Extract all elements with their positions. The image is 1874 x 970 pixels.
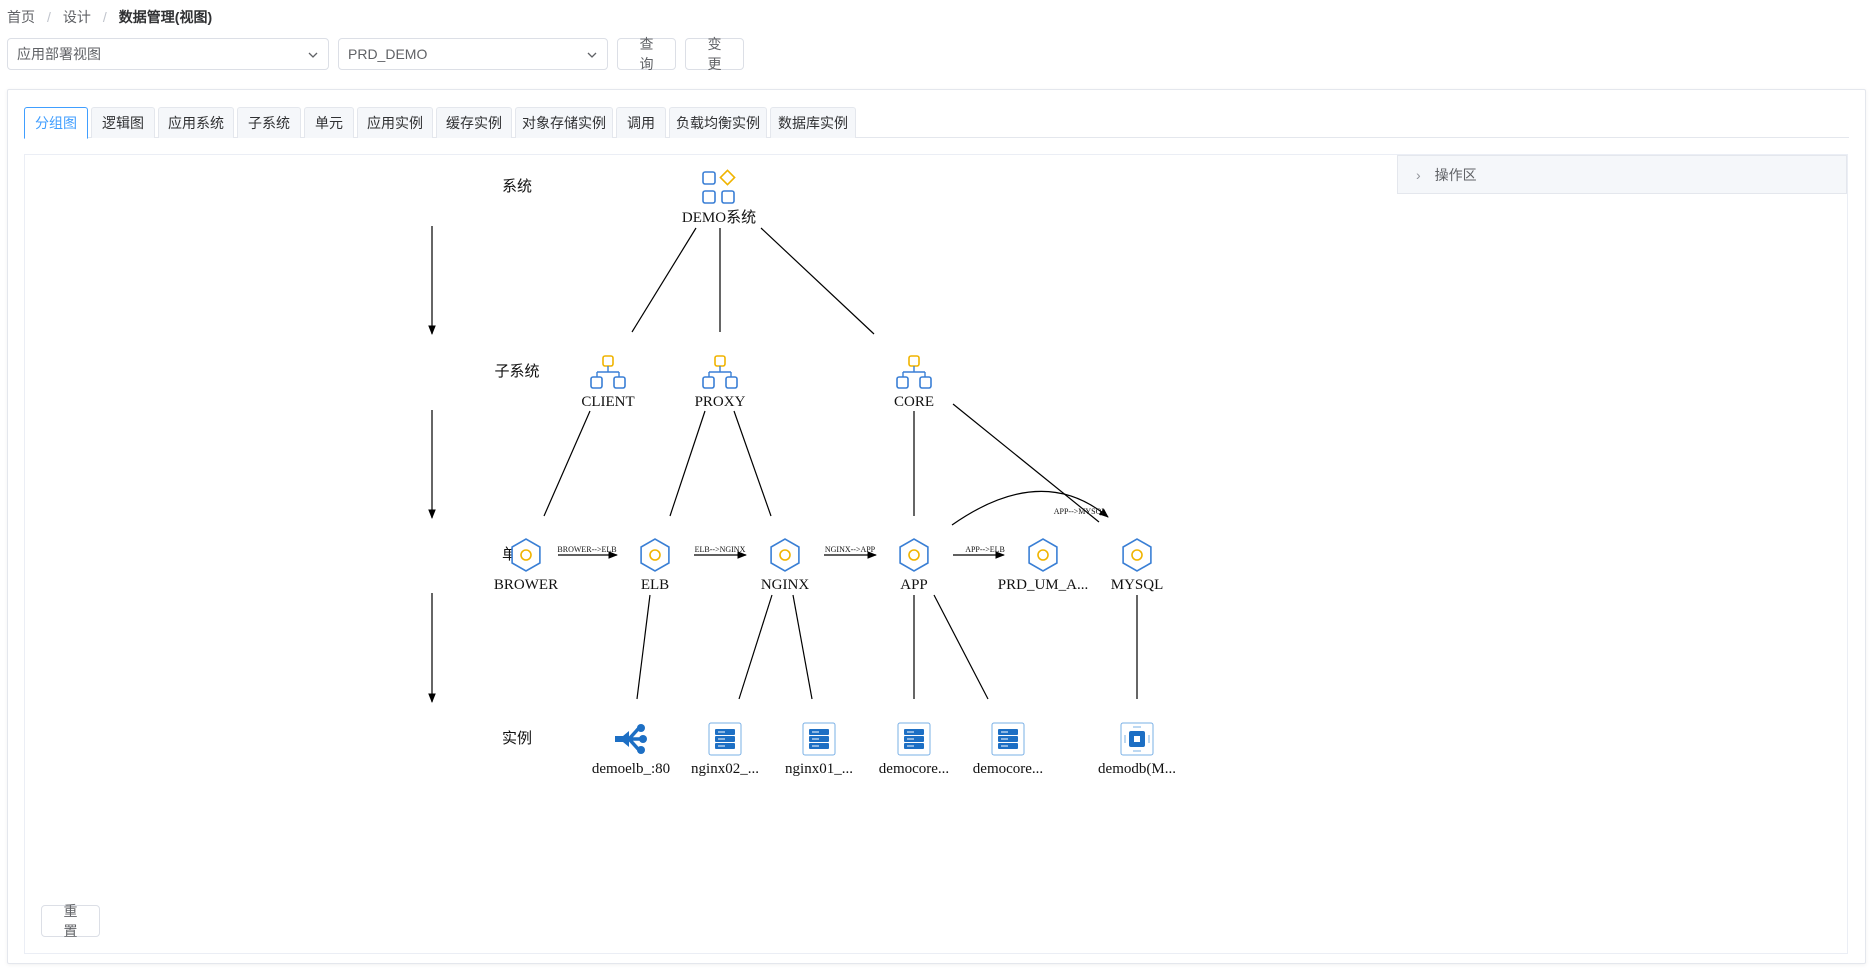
tree-edge — [792, 594, 813, 700]
breadcrumb-separator: / — [102, 9, 107, 25]
unit-node-label: BROWER — [494, 577, 558, 593]
tab-3[interactable]: 子系统 — [237, 107, 301, 138]
view-select-value: 应用部署视图 — [17, 46, 101, 62]
view-select[interactable]: 应用部署视图 — [7, 38, 329, 70]
tree-edge — [760, 227, 875, 335]
unit-hexagon-icon[interactable] — [511, 538, 541, 572]
tab-6[interactable]: 缓存实例 — [436, 107, 512, 138]
subsystem-icon[interactable] — [590, 355, 626, 389]
call-edge — [951, 490, 1109, 526]
tree-edge — [733, 410, 772, 517]
group-graph: 系统子系统单元实例DEMO系统CLIENTPROXYCOREBROWERELBN… — [428, 169, 1176, 777]
breadcrumb-home[interactable]: 首页 — [7, 9, 35, 25]
breadcrumb-design[interactable]: 设计 — [62, 9, 91, 25]
instance-node-label: nginx01_... — [785, 761, 853, 777]
chevron-down-icon — [587, 52, 597, 58]
breadcrumb-separator: / — [47, 9, 51, 25]
tab-0[interactable]: 分组图 — [24, 107, 88, 139]
database-icon[interactable] — [1120, 722, 1154, 756]
subsystem-node-label: PROXY — [695, 394, 746, 410]
system-node-label: DEMO系统 — [682, 209, 756, 226]
tree-edge — [933, 594, 989, 700]
main-panel: 分组图逻辑图应用系统子系统单元应用实例缓存实例对象存储实例调用负载均衡实例数据库… — [7, 89, 1866, 964]
tree-edge — [952, 403, 1100, 523]
level-label-1: 子系统 — [494, 363, 539, 380]
tab-5[interactable]: 应用实例 — [357, 107, 433, 138]
toolbar: 应用部署视图 PRD_DEMO 查询 变更 — [7, 36, 744, 72]
chevron-right-icon: › — [1416, 166, 1421, 183]
system-icon[interactable] — [702, 169, 736, 204]
tab-10[interactable]: 数据库实例 — [770, 107, 856, 138]
unit-hexagon-icon[interactable] — [640, 538, 670, 572]
breadcrumb-current: 数据管理(视图) — [118, 9, 213, 25]
chevron-down-icon — [308, 52, 318, 58]
unit-hexagon-icon[interactable] — [770, 538, 800, 572]
unit-node-label: APP — [900, 577, 928, 593]
server-icon[interactable] — [708, 722, 742, 756]
tree-edge — [738, 594, 773, 700]
tree-edge — [631, 227, 697, 333]
unit-hexagon-icon[interactable] — [1028, 538, 1058, 572]
call-edge-label: ELB-->NGINX — [695, 545, 746, 554]
tree-edge — [669, 410, 706, 517]
reset-button[interactable]: 重置 — [41, 903, 100, 939]
query-button[interactable]: 查询 — [617, 36, 676, 72]
level-label-3: 实例 — [502, 730, 532, 747]
tab-bar: 分组图逻辑图应用系统子系统单元应用实例缓存实例对象存储实例调用负载均衡实例数据库… — [24, 107, 1849, 139]
instance-node-label: democore... — [973, 761, 1043, 777]
ops-panel-label: 操作区 — [1434, 166, 1477, 183]
graph-canvas[interactable]: 系统子系统单元实例DEMO系统CLIENTPROXYCOREBROWERELBN… — [24, 154, 1848, 954]
tab-8[interactable]: 调用 — [616, 107, 666, 138]
call-edge-label: APP-->MYSQL — [1054, 507, 1107, 516]
tab-1[interactable]: 逻辑图 — [91, 107, 155, 138]
tab-7[interactable]: 对象存储实例 — [515, 107, 613, 138]
call-edge-label: NGINX-->APP — [825, 545, 876, 554]
server-icon[interactable] — [802, 722, 836, 756]
tab-4[interactable]: 单元 — [304, 107, 354, 138]
tree-edge — [543, 410, 591, 517]
ops-panel-toggle[interactable]: › 操作区 — [1397, 155, 1847, 194]
unit-node-label: PRD_UM_A... — [998, 577, 1088, 593]
instance-node-label: democore... — [879, 761, 949, 777]
tree-edge — [636, 594, 651, 700]
subsystem-node-label: CLIENT — [581, 394, 634, 410]
tab-2[interactable]: 应用系统 — [158, 107, 234, 138]
instance-node-label: nginx02_... — [691, 761, 759, 777]
instance-node-label: demoelb_:80 — [592, 761, 670, 777]
change-button[interactable]: 变更 — [685, 36, 744, 72]
breadcrumb: 首页 / 设计 / 数据管理(视图) — [7, 7, 212, 27]
unit-node-label: NGINX — [761, 577, 809, 593]
call-edge-label: BROWER-->ELB — [557, 545, 616, 554]
subsystem-icon[interactable] — [896, 355, 932, 389]
env-select[interactable]: PRD_DEMO — [338, 38, 608, 70]
load-balancer-icon[interactable] — [615, 724, 647, 754]
server-icon[interactable] — [897, 722, 931, 756]
unit-hexagon-icon[interactable] — [1122, 538, 1152, 572]
level-label-0: 系统 — [502, 178, 532, 195]
tab-9[interactable]: 负载均衡实例 — [669, 107, 767, 138]
unit-hexagon-icon[interactable] — [899, 538, 929, 572]
instance-node-label: demodb(M... — [1098, 761, 1176, 777]
subsystem-node-label: CORE — [894, 394, 934, 410]
unit-node-label: MYSQL — [1111, 577, 1164, 593]
env-select-value: PRD_DEMO — [348, 46, 428, 62]
call-edge-label: APP-->ELB — [965, 545, 1005, 554]
server-icon[interactable] — [991, 722, 1025, 756]
subsystem-icon[interactable] — [702, 355, 738, 389]
unit-node-label: ELB — [641, 577, 669, 593]
